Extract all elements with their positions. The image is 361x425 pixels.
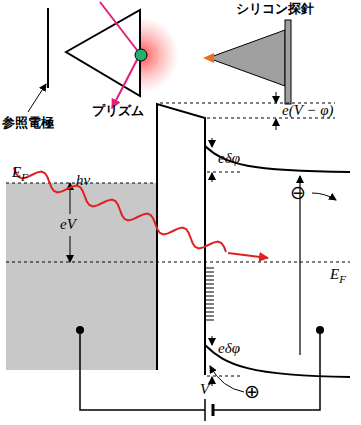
laser-beam (100, 2, 140, 108)
conduction-band (205, 146, 350, 172)
level-line (207, 376, 240, 377)
voltage-label: V (200, 381, 209, 398)
reference-electrode (47, 8, 49, 88)
fermi-label: EF (12, 164, 28, 183)
dimension-line (70, 236, 71, 255)
dimension-arrow (212, 173, 213, 182)
photon-arrow (228, 253, 268, 258)
wire (213, 330, 320, 410)
prism (66, 10, 140, 96)
electrode-label: 参照電極 (2, 116, 54, 130)
energy-label: eδφ (218, 340, 240, 357)
label-subscript: F (339, 273, 346, 285)
wire (80, 330, 205, 410)
dimension-arrow (276, 119, 277, 130)
level-line (207, 172, 240, 173)
electron-drift-arrow (312, 193, 336, 200)
hole-symbol: ⊕ (244, 381, 260, 402)
label-subscript: F (21, 171, 28, 183)
sample-particle (135, 49, 147, 61)
dimension-arrow (212, 336, 213, 345)
label-main: E (330, 266, 339, 282)
battery-plate (204, 399, 206, 421)
voltage-label: eV (60, 216, 76, 233)
dimension-arrow (70, 255, 71, 262)
oxide-barrier (157, 104, 205, 375)
dimension-line (70, 190, 71, 214)
dimension-arrow (212, 138, 213, 147)
probe-tip (203, 53, 214, 63)
hole-drift-arrow (210, 366, 244, 392)
photon-wave (14, 168, 226, 252)
fermi-level (6, 262, 350, 263)
leader-line (28, 84, 46, 112)
dimension-arrow (212, 377, 213, 386)
silicon-probe (208, 30, 285, 86)
prism-label: プリズム (92, 104, 144, 118)
label-main: E (12, 164, 21, 180)
electron-symbol: ⊖ (290, 182, 306, 203)
probe-label: シリコン探針 (236, 2, 314, 16)
surface-states (205, 268, 214, 320)
battery-plate (212, 404, 215, 416)
dimension-arrow (276, 92, 277, 103)
photon-label: hν (76, 172, 90, 189)
probe-holder (285, 20, 291, 104)
energy-label: e(V − φ) (282, 102, 333, 119)
energy-label: eδφ (218, 150, 240, 167)
metal-band (6, 183, 157, 370)
fermi-label: EF (330, 266, 346, 285)
